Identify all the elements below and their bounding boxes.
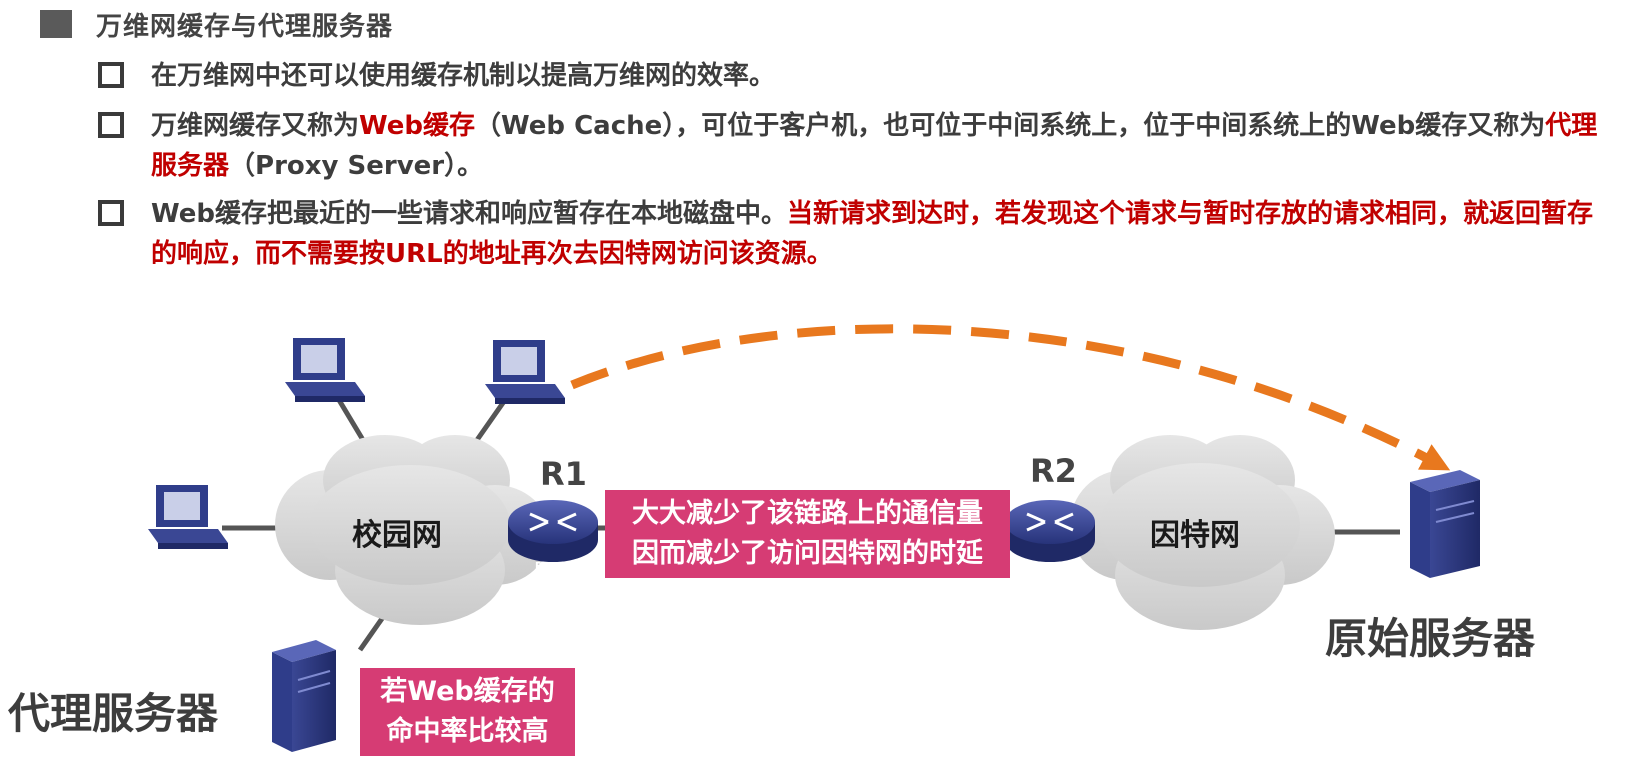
cache-hit-note-line-1: 若Web缓存的 (380, 676, 555, 707)
bullet-item-1: 在万维网中还可以使用缓存机制以提高万维网的效率。 (98, 56, 1601, 96)
bullet-2-part-1: 万维网缓存又称为 (151, 111, 360, 141)
checkbox-square-icon (98, 62, 124, 88)
origin-server-label: 原始服务器 (1325, 614, 1536, 663)
bullet-2-part-2: （Web Cache），可位于客户机，也可位于中间系统上，位于中间系统上的Web… (475, 111, 1546, 141)
link-note-line-1: 大大减少了该链路上的通信量 (632, 498, 983, 529)
cache-hit-note-box: 若Web缓存的 命中率比较高 (360, 668, 575, 756)
pc-icon (148, 485, 228, 549)
bullet-2-emphasis-proxy: 代理服务器 (151, 111, 1598, 181)
router-r2-icon (1005, 500, 1095, 562)
campus-network-label: 校园网 (352, 518, 442, 553)
router-r2-label: R2 (1030, 452, 1077, 490)
proxy-server-icon (272, 640, 336, 752)
link-note-line-2: 因而减少了访问因特网的时延 (632, 538, 983, 569)
bullet-3-emphasis: 当新请求到达时，若发现这个请求与暂时存放的请求相同，就返回暂存的响应，而不需要按… (151, 199, 1594, 269)
router-r1-caption: ROUTER (535, 561, 581, 572)
pc-icon (485, 340, 565, 404)
internet-cloud-icon (1070, 435, 1335, 630)
checkbox-square-icon (98, 112, 124, 138)
router-r1-icon (508, 500, 598, 562)
link-note-box: 大大减少了该链路上的通信量 因而减少了访问因特网的时延 (605, 490, 1010, 578)
heading-square-icon (40, 10, 72, 38)
checkbox-square-icon (98, 200, 124, 226)
bullet-text-3: Web缓存把最近的一些请求和响应暂存在本地磁盘中。当新请求到达时，若发现这个请求… (151, 194, 1601, 274)
bullet-item-2: 万维网缓存又称为Web缓存（Web Cache），可位于客户机，也可位于中间系统… (98, 106, 1601, 186)
bullet-text-1: 在万维网中还可以使用缓存机制以提高万维网的效率。 (151, 61, 776, 91)
router-r1-label: R1 (540, 455, 587, 493)
heading-title: 万维网缓存与代理服务器 (96, 11, 394, 42)
pc-icon (285, 338, 365, 402)
campus-cloud-icon (275, 435, 550, 625)
origin-server-icon (1410, 470, 1480, 578)
proxy-server-label: 代理服务器 (8, 689, 219, 738)
bullet-3-part-1: Web缓存把最近的一些请求和响应暂存在本地磁盘中。 (151, 199, 787, 229)
cache-hit-note-line-2: 命中率比较高 (386, 716, 549, 747)
router-r2-caption: ROUTER (1032, 561, 1078, 572)
bullet-text-2: 万维网缓存又称为Web缓存（Web Cache），可位于客户机，也可位于中间系统… (151, 106, 1601, 186)
internet-label: 因特网 (1150, 518, 1240, 553)
bullet-item-3: Web缓存把最近的一些请求和响应暂存在本地磁盘中。当新请求到达时，若发现这个请求… (98, 194, 1601, 274)
bullet-2-part-3: （Proxy Server）。 (229, 151, 484, 181)
section-heading: 万维网缓存与代理服务器 (40, 6, 393, 42)
request-arrow (570, 324, 1451, 471)
bullet-2-emphasis-web-cache: Web缓存 (359, 111, 476, 141)
